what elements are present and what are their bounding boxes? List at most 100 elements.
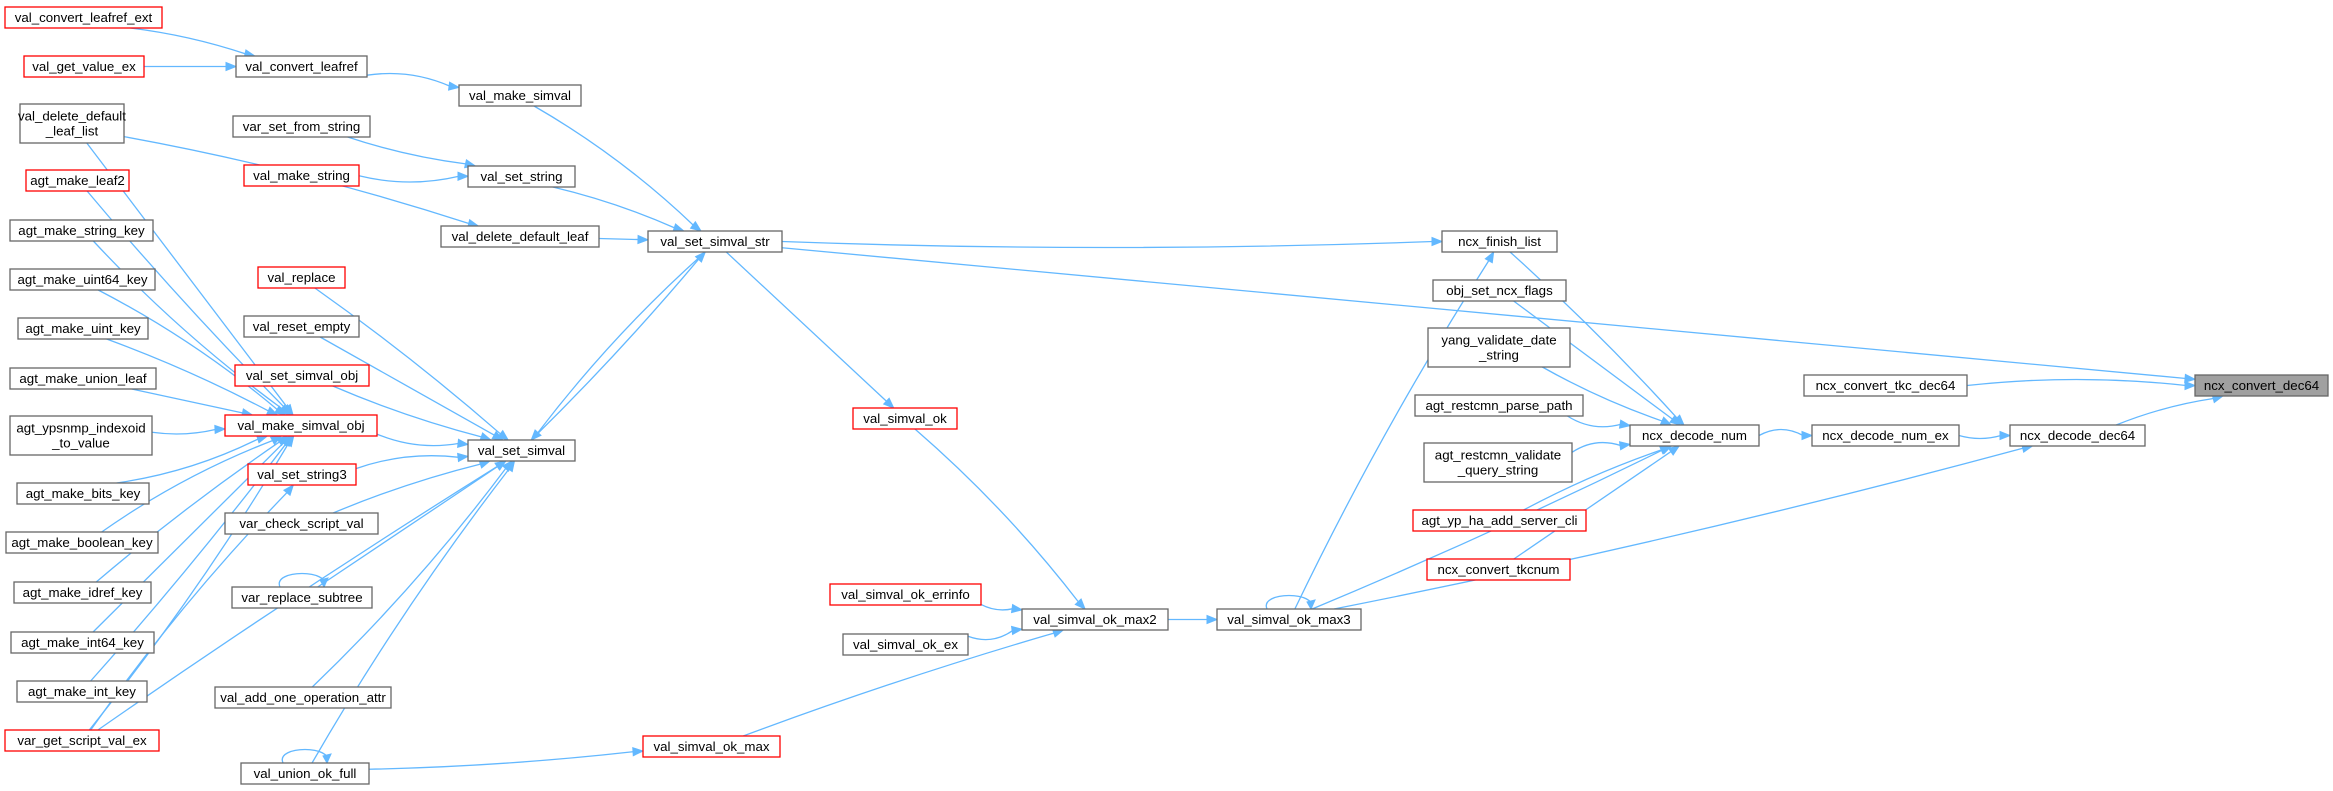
node-agt-make-leaf2[interactable]: agt_make_leaf2 — [25, 169, 130, 192]
node-label: yang_validate_date — [1441, 333, 1556, 348]
node-box — [852, 407, 958, 430]
node-box — [1811, 424, 1960, 447]
edge-ncx_convert_tkc_dec64-to-ncx_convert_dec64 — [1966, 378, 2197, 391]
node-ncx-decode-num-ex[interactable]: ncx_decode_num_ex — [1811, 424, 1960, 447]
node-box — [1021, 608, 1169, 631]
node-val-simval-ok-max[interactable]: val_simval_ok_max — [642, 735, 781, 758]
node-box — [1803, 374, 1968, 397]
edges-layer — [86, 27, 2225, 770]
node-val-simval-ok-max2[interactable]: val_simval_ok_max2 — [1021, 608, 1169, 631]
edge-agt_ypsnmp_indexoid_to_value-to-val_make_simval_obj — [151, 424, 227, 435]
node-val-simval-ok-errinfo[interactable]: val_simval_ok_errinfo — [829, 583, 982, 606]
edge-val_simval_ok_max-to-val_simval_ok_max2 — [742, 628, 1065, 737]
node-box — [1427, 327, 1571, 368]
node-var-replace-subtree[interactable]: var_replace_subtree — [231, 586, 373, 609]
node-label: val_delete_default_leaf — [452, 229, 589, 244]
node-label: agt_make_uint_key — [25, 321, 141, 336]
edge-val_make_simval-to-val_set_simval_str — [533, 105, 703, 232]
node-box — [440, 225, 600, 248]
node-box — [467, 165, 576, 188]
node-agt-make-uint-key[interactable]: agt_make_uint_key — [17, 317, 149, 340]
node-box — [9, 367, 157, 390]
node-val-make-string[interactable]: val_make_string — [243, 164, 360, 187]
edge-val_set_simval_str-to-val_simval_ok — [725, 251, 895, 409]
node-agt-make-uint64-key[interactable]: agt_make_uint64_key — [9, 268, 156, 291]
node-val-delete-default-leaf[interactable]: val_delete_default_leaf — [440, 225, 600, 248]
node-label: var_check_script_val — [239, 516, 363, 531]
node-obj-set-ncx-flags[interactable]: obj_set_ncx_flags — [1432, 279, 1567, 302]
node-val-convert-leafref[interactable]: val_convert_leafref — [235, 55, 368, 78]
node-agt-make-int64-key[interactable]: agt_make_int64_key — [10, 631, 155, 654]
node-val-add-one-operation-attr[interactable]: val_add_one_operation_attr — [214, 686, 392, 709]
node-val-convert-leafref-ext[interactable]: val_convert_leafref_ext — [4, 6, 163, 29]
node-label: ncx_decode_num — [1642, 428, 1747, 443]
edge-ncx_convert_tkcnum-to-ncx_decode_num — [1513, 445, 1681, 560]
node-box — [235, 55, 368, 78]
node-val-set-string[interactable]: val_set_string — [467, 165, 576, 188]
edge-var_set_from_string-to-val_set_string — [347, 136, 477, 169]
node-val-set-simval[interactable]: val_set_simval — [467, 439, 576, 462]
node-agt-restcmn-validate-query-string[interactable]: agt_restcmn_validate_query_string — [1423, 442, 1573, 483]
node-var-get-script-val-ex[interactable]: var_get_script_val_ex — [4, 729, 160, 752]
node-agt-yp-ha-add-server-cli[interactable]: agt_yp_ha_add_server_cli — [1412, 509, 1587, 532]
node-label: val_make_simval_obj — [237, 418, 364, 433]
edge-ncx_decode_num_ex-to-ncx_decode_dec64 — [1958, 430, 2012, 441]
node-box — [243, 315, 360, 338]
node-box — [13, 581, 152, 604]
node-val-replace[interactable]: val_replace — [257, 266, 346, 289]
node-ncx-convert-tkcnum[interactable]: ncx_convert_tkcnum — [1426, 558, 1571, 581]
node-box — [1216, 608, 1362, 631]
node-ncx-decode-num[interactable]: ncx_decode_num — [1629, 424, 1760, 447]
node-ncx-convert-dec64[interactable]: ncx_convert_dec64 — [2194, 374, 2329, 397]
node-ncx-finish-list[interactable]: ncx_finish_list — [1441, 230, 1558, 253]
edge-val_set_string-to-val_set_simval_str — [552, 186, 686, 233]
node-val-set-simval-str[interactable]: val_set_simval_str — [647, 230, 783, 253]
node-box — [19, 103, 125, 144]
node-val-set-simval-obj[interactable]: val_set_simval_obj — [234, 364, 370, 387]
node-label: val_simval_ok_max3 — [1227, 612, 1350, 627]
node-val-get-value-ex[interactable]: val_get_value_ex — [23, 55, 145, 78]
node-box — [1423, 442, 1573, 483]
node-label: ncx_decode_dec64 — [2020, 428, 2135, 443]
edge-val_union_ok_full-to-val_set_simval — [311, 459, 516, 764]
node-label: agt_make_bits_key — [26, 486, 141, 501]
edge-val_make_string-to-val_set_string — [358, 171, 470, 183]
node-val-simval-ok[interactable]: val_simval_ok — [852, 407, 958, 430]
edge-val_delete_default_leaf-to-val_set_simval_str — [598, 234, 650, 245]
edge-var_check_script_val-to-val_set_simval — [332, 459, 492, 514]
node-val-set-string3[interactable]: val_set_string3 — [247, 463, 357, 486]
edge-val_simval_ok-to-val_simval_ok_max2 — [914, 428, 1086, 610]
node-agt-make-int-key[interactable]: agt_make_int_key — [16, 680, 148, 703]
edge-agt_make_idref_key-to-val_make_simval_obj — [95, 435, 289, 583]
node-box — [16, 482, 150, 505]
node-label: agt_yp_ha_add_server_cli — [1422, 513, 1578, 528]
node-val-delete-default-leaf-list[interactable]: val_delete_default_leaf_list — [18, 103, 126, 144]
node-box — [9, 415, 153, 456]
node-agt-make-string-key[interactable]: agt_make_string_key — [9, 219, 154, 242]
node-var-set-from-string[interactable]: var_set_from_string — [232, 115, 371, 138]
node-yang-validate-date-string[interactable]: yang_validate_date_string — [1427, 327, 1571, 368]
node-label: val_simval_ok — [863, 411, 947, 426]
node-ncx-decode-dec64[interactable]: ncx_decode_dec64 — [2009, 424, 2146, 447]
node-val-make-simval-obj[interactable]: val_make_simval_obj — [224, 414, 378, 437]
node-box — [23, 55, 145, 78]
node-agt-ypsnmp-indexoid-to-value[interactable]: agt_ypsnmp_indexoid_to_value — [9, 415, 153, 456]
node-agt-make-boolean-key[interactable]: agt_make_boolean_key — [5, 531, 159, 554]
edge-var_replace_subtree-to-var_replace_subtree — [278, 572, 329, 589]
node-val-simval-ok-max3[interactable]: val_simval_ok_max3 — [1216, 608, 1362, 631]
node-ncx-convert-tkc-dec64[interactable]: ncx_convert_tkc_dec64 — [1803, 374, 1968, 397]
node-val-simval-ok-ex[interactable]: val_simval_ok_ex — [842, 633, 969, 656]
node-box — [257, 266, 346, 289]
node-agt-make-idref-key[interactable]: agt_make_idref_key — [13, 581, 152, 604]
node-val-union-ok-full[interactable]: val_union_ok_full — [240, 762, 370, 785]
node-label: val_set_string3 — [257, 467, 346, 482]
node-var-check-script-val[interactable]: var_check_script_val — [224, 512, 379, 535]
node-box — [642, 735, 781, 758]
node-box — [829, 583, 982, 606]
node-val-reset-empty[interactable]: val_reset_empty — [243, 315, 360, 338]
node-label: agt_make_leaf2 — [30, 173, 125, 188]
node-agt-make-bits-key[interactable]: agt_make_bits_key — [16, 482, 150, 505]
node-agt-make-union-leaf[interactable]: agt_make_union_leaf — [9, 367, 157, 390]
node-val-make-simval[interactable]: val_make_simval — [458, 84, 582, 107]
node-agt-restcmn-parse-path[interactable]: agt_restcmn_parse_path — [1414, 394, 1584, 417]
